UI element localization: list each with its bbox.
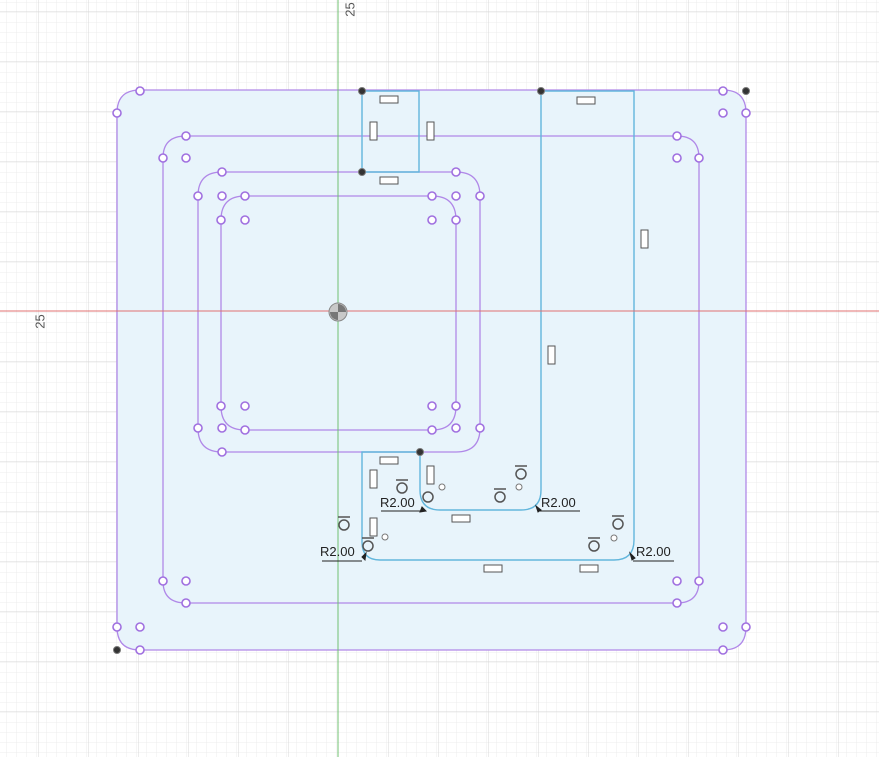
sketch-points[interactable] (112, 86, 751, 655)
dimension-leaders (322, 504, 674, 562)
vertical-axis-label: 25 (342, 2, 358, 17)
frame-3[interactable] (197, 171, 481, 453)
horizontal-constraint-icons[interactable] (379, 95, 599, 573)
dimension-radius-3[interactable]: R2.00 (320, 544, 355, 559)
fixed-points[interactable] (113, 87, 750, 654)
channel-profile[interactable] (361, 90, 420, 173)
channel-path[interactable] (361, 90, 635, 561)
origin-icon[interactable] (328, 302, 348, 322)
horizontal-axis-label: 25 (32, 314, 48, 329)
dimension-radius-2[interactable]: R2.00 (541, 495, 576, 510)
arc-center-points[interactable] (381, 483, 618, 542)
dimension-radius-1[interactable]: R2.00 (380, 495, 415, 510)
dimension-radius-4[interactable]: R2.00 (636, 544, 671, 559)
tangent-constraint-icons[interactable] (338, 465, 624, 552)
vertical-constraint-icons[interactable] (369, 121, 649, 537)
